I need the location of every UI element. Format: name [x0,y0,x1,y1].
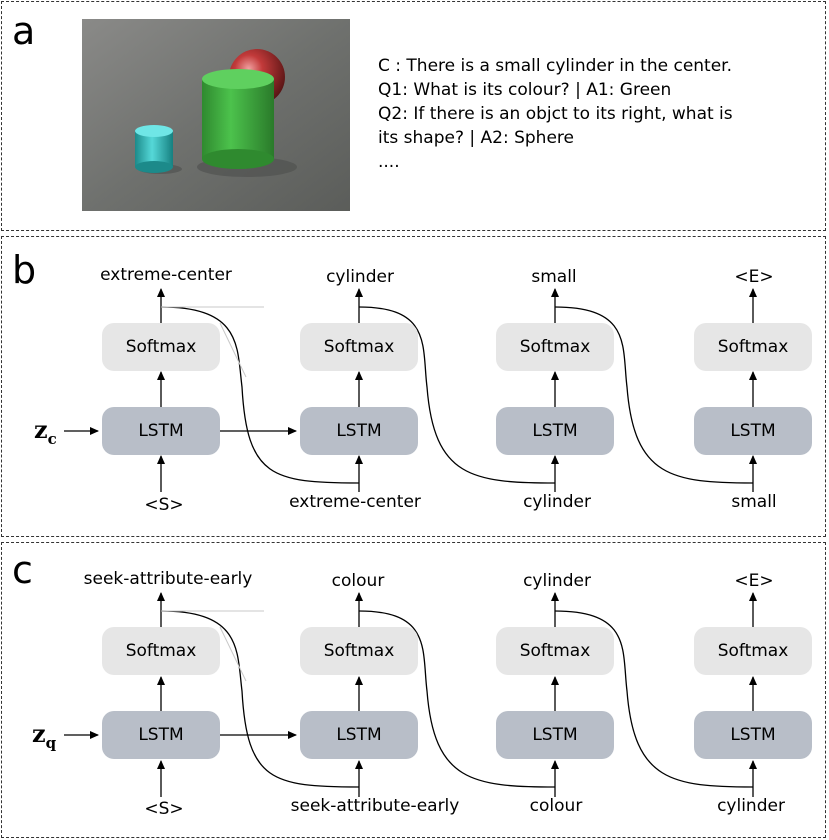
output-label: small [531,267,577,287]
green-cylinder-shape [202,69,274,169]
output-label: cylinder [326,267,394,287]
q1-line: Q1: What is its colour? | A1: Green [378,80,672,100]
softmax-box: Softmax [694,323,812,371]
q2-line-2: its shape? | A2: Sphere [378,128,574,148]
input-label: extreme-center [289,492,421,512]
output-label: extreme-center [100,265,232,285]
input-label: small [731,492,777,512]
lstm-box: LSTM [102,407,220,455]
panel-letter-b: b [12,248,37,292]
lstm-box: LSTM [496,407,614,455]
output-label: seek-attribute-early [83,569,253,589]
cyan-cylinder-shape [135,125,173,173]
softmax-box: Softmax [496,323,614,371]
z-c-input: zc [34,415,57,448]
softmax-box: Softmax [102,323,220,371]
softmax-box: Softmax [300,323,418,371]
output-label: cylinder [523,571,591,591]
panel-b-wires [64,288,757,492]
input-label: cylinder [717,796,785,816]
panel-letter-a: a [12,9,36,53]
z-q-input: zq [32,719,57,752]
softmax-box: Softmax [496,627,614,675]
caption-line: C : There is a small cylinder in the cen… [378,56,733,76]
panel-b: b [1,236,826,537]
lstm-box: LSTM [694,407,812,455]
input-label: colour [529,796,583,816]
softmax-box: Softmax [102,627,220,675]
lstm-box: LSTM [102,711,220,759]
panel-c-wires [64,592,757,797]
output-label: colour [331,571,385,591]
output-label: <E> [734,267,774,287]
softmax-box: Softmax [694,627,812,675]
ellipsis-line: .... [378,152,400,172]
input-label: seek-attribute-early [290,796,460,816]
panel-letter-c: c [12,548,33,592]
lstm-box: LSTM [300,711,418,759]
softmax-box: Softmax [300,627,418,675]
scene-image [82,19,350,211]
input-label: cylinder [523,492,591,512]
lstm-box: LSTM [300,407,418,455]
input-label: <S> [144,495,184,515]
panel-a: a [1,1,826,231]
panel-c: c zq [1,542,826,838]
dialog-text: C : There is a small cylinder in the cen… [378,54,733,174]
output-label: <E> [734,571,774,591]
lstm-box: LSTM [694,711,812,759]
lstm-box: LSTM [496,711,614,759]
input-label: <S> [144,799,184,819]
q2-line-1: Q2: If there is an objct to its right, w… [378,104,733,124]
